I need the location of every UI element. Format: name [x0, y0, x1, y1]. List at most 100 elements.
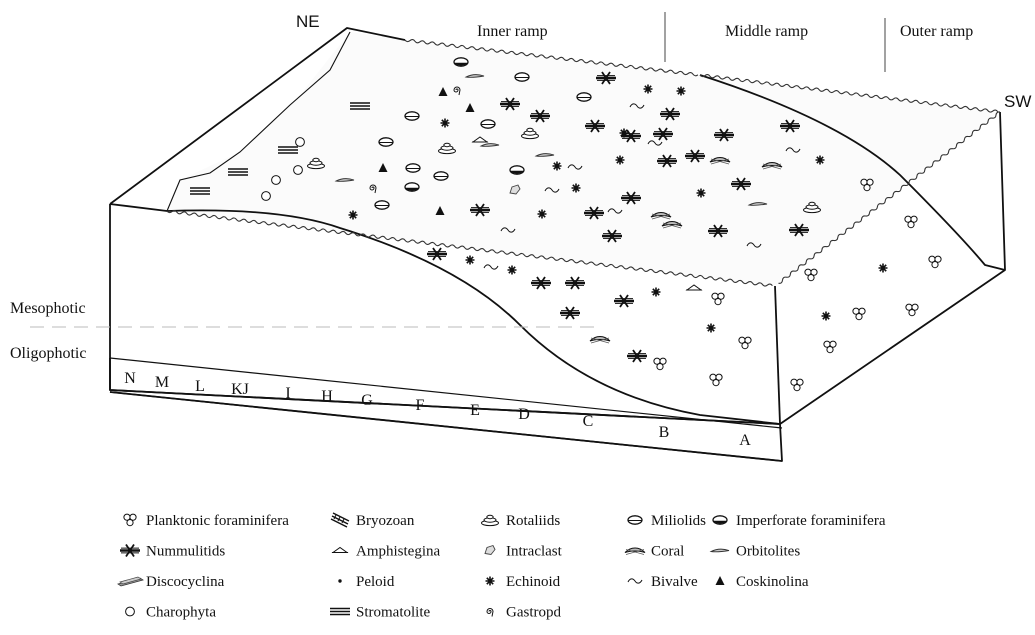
legend-label: Planktonic foraminifera	[146, 513, 289, 529]
sw-label: SW	[1004, 92, 1031, 111]
rotaliids-icon	[482, 515, 499, 525]
bivalve-icon	[628, 579, 642, 583]
legend-label: Discocyclina	[146, 574, 225, 590]
legend-label: Miliolids	[651, 513, 706, 529]
legend-item-planktonic-foraminifera: Planktonic foraminifera	[124, 513, 289, 529]
imperforate-foraminifera-symbol	[510, 166, 524, 174]
planktonic-foraminifera-symbol	[712, 293, 724, 305]
section-label-i: I	[285, 385, 290, 402]
block-front-corner-edge	[775, 286, 780, 424]
ne-label: NE	[296, 12, 320, 31]
planktonic-foraminifera-icon	[124, 514, 136, 526]
zone-label-outer: Outer ramp	[900, 23, 973, 40]
echinoid-symbol	[652, 288, 661, 297]
nummulitids-symbol	[565, 277, 585, 289]
imperforate-foraminifera-icon	[713, 516, 727, 524]
miliolids-symbol	[406, 164, 420, 172]
section-labels: NMLKJIHGFEDCBA	[124, 370, 751, 449]
echinoid-symbol	[441, 119, 450, 128]
section-band-bottom	[110, 392, 782, 461]
zone-label-middle: Middle ramp	[725, 23, 808, 40]
legend: Planktonic foraminiferaBryozoanRotaliids…	[118, 513, 886, 621]
miliolids-symbol	[481, 120, 495, 128]
echinoid-symbol	[349, 211, 358, 220]
echinoid-symbol	[822, 312, 831, 321]
coskinolina-icon	[716, 576, 725, 585]
legend-label: Nummulitids	[146, 544, 225, 560]
coral-icon	[625, 548, 645, 555]
imperforate-foraminifera-symbol	[454, 58, 468, 66]
legend-label: Coral	[651, 544, 684, 560]
planktonic-foraminifera-symbol	[654, 358, 666, 370]
legend-item-bryozoan: Bryozoan	[331, 513, 415, 529]
echinoid-symbol	[816, 156, 825, 165]
legend-item-coskinolina: Coskinolina	[716, 574, 809, 590]
echinoid-symbol	[707, 324, 716, 333]
section-label-g: G	[361, 392, 373, 409]
legend-item-imperforate-foraminifera: Imperforate foraminifera	[713, 513, 886, 529]
echinoid-symbol	[879, 264, 888, 273]
section-label-a: A	[739, 432, 751, 449]
legend-item-intraclast: Intraclast	[485, 544, 563, 560]
zone-label-inner: Inner ramp	[477, 23, 548, 40]
section-label-h: H	[321, 388, 333, 405]
bivalve-symbol	[484, 265, 498, 269]
planktonic-foraminifera-symbol	[710, 374, 722, 386]
section-label-b: B	[659, 424, 670, 441]
charophyta-symbol	[296, 138, 305, 147]
section-label-e: E	[470, 402, 480, 419]
amphistegina-symbol	[686, 285, 702, 290]
intraclast-icon	[485, 546, 495, 555]
legend-item-coral: Coral	[625, 544, 684, 560]
nummulitids-symbol	[627, 350, 647, 362]
section-label-n: N	[124, 370, 136, 387]
legend-label: Peloid	[356, 574, 395, 590]
legend-item-stromatolite: Stromatolite	[330, 605, 431, 621]
nummulitids-symbol	[427, 248, 447, 260]
planktonic-foraminifera-symbol	[853, 308, 865, 320]
legend-label: Imperforate foraminifera	[736, 513, 886, 529]
miliolids-symbol	[379, 138, 393, 146]
stromatolite-icon	[330, 609, 350, 615]
nummulitids-symbol	[560, 307, 580, 319]
echinoid-symbol	[553, 162, 562, 171]
imperforate-foraminifera-symbol	[405, 183, 419, 191]
gastropod-icon	[487, 609, 493, 617]
nummulitids-icon	[120, 545, 140, 557]
amphistegina-icon	[332, 548, 348, 553]
photic-label-oligophotic: Oligophotic	[10, 345, 86, 362]
miliolids-symbol	[434, 172, 448, 180]
miliolids-symbol	[405, 112, 419, 120]
planktonic-foraminifera-symbol	[791, 379, 803, 391]
nummulitids-symbol	[614, 295, 634, 307]
charophyta-symbol	[272, 176, 281, 185]
discocyclina-icon	[118, 577, 143, 586]
peloid-icon	[338, 579, 341, 582]
legend-label: Echinoid	[506, 574, 561, 590]
legend-item-peloid: Peloid	[338, 574, 395, 590]
section-band-top	[110, 358, 782, 428]
section-label-d: D	[518, 406, 530, 423]
photic-label-mesophotic: Mesophotic	[10, 300, 86, 317]
charophyta-symbol	[294, 166, 303, 175]
echinoid-symbol	[572, 184, 581, 193]
section-band	[110, 358, 782, 461]
planktonic-foraminifera-symbol	[906, 304, 918, 316]
echinoid-symbol	[616, 156, 625, 165]
section-label-c: C	[583, 413, 594, 430]
miliolids-symbol	[375, 201, 389, 209]
legend-item-orbitolites: Orbitolites	[711, 544, 800, 560]
miliolids-symbol	[577, 93, 591, 101]
section-label-f: F	[416, 397, 425, 414]
echinoid-symbol	[620, 129, 629, 138]
section-label-l: L	[195, 378, 205, 395]
planktonic-foraminifera-symbol	[929, 256, 941, 268]
orbitolites-icon	[711, 549, 729, 552]
echinoid-symbol	[538, 210, 547, 219]
section-label-kj: KJ	[231, 381, 249, 398]
legend-label: Charophyta	[146, 605, 216, 621]
echinoid-symbol	[697, 189, 706, 198]
legend-item-discocyclina: Discocyclina	[118, 574, 225, 590]
legend-item-bivalve: Bivalve	[628, 574, 698, 590]
legend-item-charophyta: Charophyta	[126, 605, 217, 621]
